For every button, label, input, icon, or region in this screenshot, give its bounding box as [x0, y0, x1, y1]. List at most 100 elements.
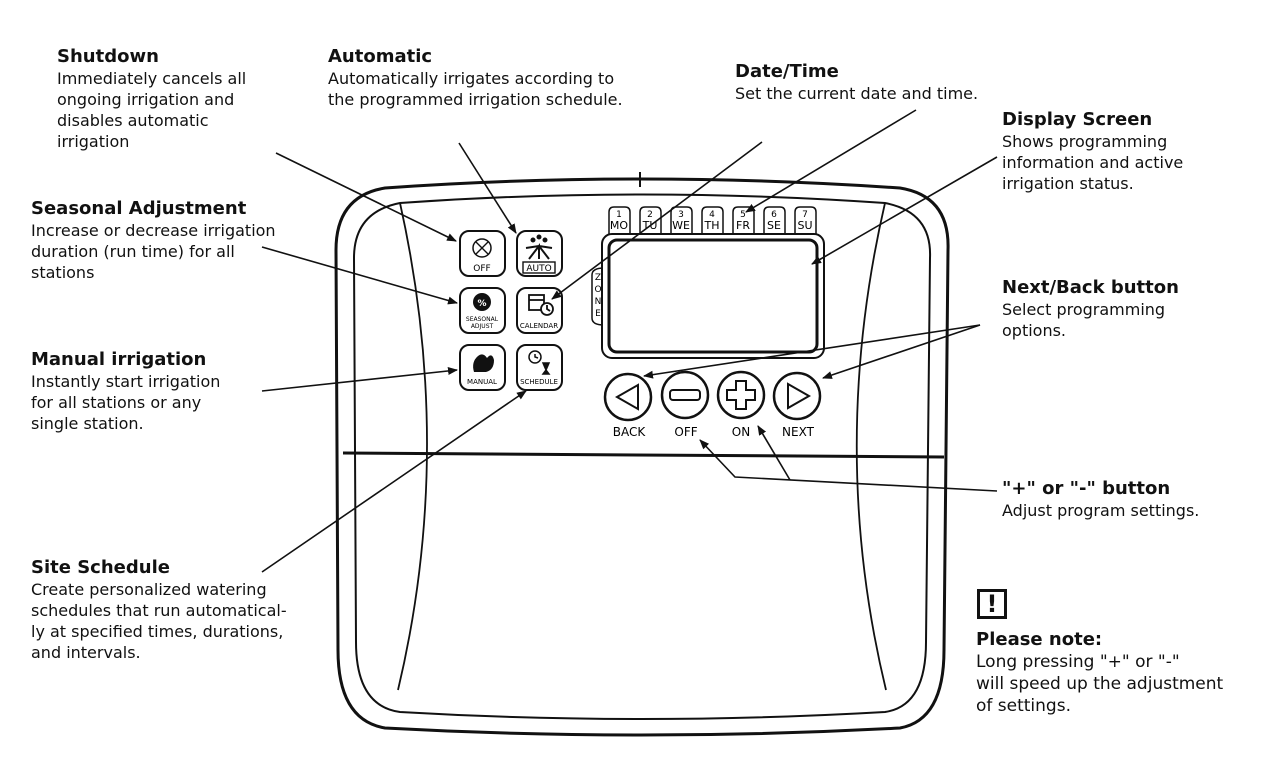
callout-title: Manual irrigation [31, 349, 207, 370]
callout-desc-line: ly at specified times, durations, [31, 622, 284, 641]
callout-desc-line: Shows programming [1002, 132, 1168, 151]
sprinkler-icon [525, 234, 553, 260]
day-number: 2 [647, 210, 653, 220]
callout-title: Automatic [328, 46, 433, 67]
controller-housing [334, 172, 950, 737]
back-button[interactable] [603, 372, 653, 422]
callout-desc-line: Select programming [1002, 300, 1166, 319]
day-tab: 7 SU [794, 206, 817, 238]
callout-title: "+" or "-" button [1002, 478, 1171, 499]
calendar-button-label: CALENDAR [520, 322, 558, 330]
zone-letter: E [595, 309, 601, 319]
callout-desc-line: Automatically irrigates according to [328, 69, 615, 88]
back-label: BACK [613, 425, 647, 439]
callout-desc-line: and intervals. [31, 643, 141, 662]
callout-desc-line: the programmed irrigation schedule. [328, 90, 623, 109]
auto-button-label: AUTO [526, 264, 551, 274]
seasonal-symbol: % [477, 299, 486, 309]
day-abbr: FR [736, 219, 750, 232]
schedule-button-label: SCHEDULE [520, 378, 558, 386]
droplet-percent-icon [473, 293, 491, 311]
day-abbr: WE [672, 219, 690, 232]
callout-title: Seasonal Adjustment [31, 198, 247, 219]
next-label: NEXT [782, 425, 815, 439]
callout-title: Site Schedule [31, 557, 170, 578]
note-title: Please note: [976, 629, 1103, 650]
schedule-button[interactable]: SCHEDULE [516, 344, 563, 391]
callout-desc-line: irrigation [57, 132, 130, 151]
callout-desc-line: disables automatic [57, 111, 209, 130]
seasonal-label-line2: ADJUST [471, 323, 494, 330]
zone-letter: O [594, 285, 601, 295]
minus-icon [669, 389, 701, 401]
minus-button[interactable] [660, 370, 710, 420]
callout-manual-irrigation: Manual irrigation Instantly start irriga… [31, 349, 220, 434]
manual-button[interactable]: MANUAL [459, 344, 506, 391]
callout-desc-line: single station. [31, 414, 144, 433]
leader-lines [261, 109, 998, 573]
callout-display-screen: Display Screen Shows programming informa… [1002, 109, 1183, 194]
note-block: Please note: Long pressing "+" or "-" wi… [976, 629, 1223, 717]
callout-site-schedule: Site Schedule Create personalized wateri… [31, 557, 287, 663]
day-tab: 1 MO [608, 206, 631, 238]
callout-desc-line: Increase or decrease irrigation [31, 221, 276, 240]
day-abbr: MO [610, 219, 628, 232]
off-button[interactable]: OFF [459, 230, 506, 277]
day-number: 6 [771, 210, 777, 220]
day-abbr: TH [704, 219, 720, 232]
plus-icon [726, 380, 756, 410]
day-tab: 6 SE [763, 206, 786, 238]
calendar-button[interactable]: CALENDAR [516, 287, 563, 334]
next-button[interactable] [772, 371, 822, 421]
callout-desc-line: Adjust program settings. [1002, 501, 1200, 520]
callout-desc-line: options. [1002, 321, 1067, 340]
off-button-label: OFF [473, 264, 490, 274]
alarm-sprinkler-icon [528, 350, 551, 375]
note-desc-line: of settings. [976, 696, 1071, 716]
plus-button[interactable] [716, 370, 766, 420]
day-tab: 4 TH [701, 206, 724, 238]
auto-button[interactable]: AUTO [516, 230, 563, 277]
seasonal-label-line1: SEASONAL [466, 316, 499, 323]
callout-desc-line: for all stations or any [31, 393, 202, 412]
callout-desc-line: duration (run time) for all [31, 242, 235, 261]
callout-shutdown: Shutdown Immediately cancels all ongoing… [57, 46, 246, 152]
callout-desc-line: Set the current date and time. [735, 84, 979, 103]
off-label: OFF [674, 425, 697, 439]
callout-title: Display Screen [1002, 109, 1153, 130]
day-tab: 3 WE [670, 206, 693, 238]
day-number: 3 [678, 210, 684, 220]
zone-letter: Z [595, 273, 601, 283]
callout-desc-line: schedules that run automatical- [31, 601, 287, 620]
callout-desc-line: stations [31, 263, 95, 282]
callout-desc-line: irrigation status. [1002, 174, 1134, 193]
day-number: 5 [740, 210, 746, 220]
callout-title: Date/Time [735, 61, 839, 82]
callout-plus-minus: "+" or "-" button Adjust program setting… [1002, 478, 1199, 521]
callout-seasonal-adjustment: Seasonal Adjustment Increase or decrease… [31, 198, 276, 283]
callout-date-time: Date/Time Set the current date and time. [735, 61, 978, 104]
day-tabs: 1 MO 2 TU 3 WE 4 TH 5 FR 6 SE [608, 206, 817, 238]
callout-title: Shutdown [57, 46, 159, 67]
callout-desc-line: ongoing irrigation and [57, 90, 235, 109]
callout-desc-line: Instantly start irrigation [31, 372, 221, 391]
callout-desc-line: information and active [1002, 153, 1184, 172]
day-number: 4 [709, 210, 715, 220]
warning-icon: ! [977, 589, 1007, 619]
callout-desc-line: Immediately cancels all [57, 69, 247, 88]
seasonal-adjust-button[interactable]: % SEASONAL ADJUST [459, 287, 506, 334]
callout-automatic: Automatic Automatically irrigates accord… [328, 46, 623, 110]
display-screen [601, 233, 825, 359]
day-abbr: SE [767, 219, 781, 232]
triangle-left-icon [614, 383, 639, 411]
callout-title: Next/Back button [1002, 277, 1179, 298]
triangle-right-icon [787, 382, 812, 410]
hand-icon [473, 354, 494, 372]
day-abbr: SU [797, 219, 812, 232]
day-number: 7 [802, 210, 808, 220]
callout-desc-line: Create personalized watering [31, 580, 267, 599]
calendar-clock-icon [528, 294, 554, 316]
callout-next-back: Next/Back button Select programming opti… [1002, 277, 1179, 341]
zone-letter: N [595, 297, 602, 307]
